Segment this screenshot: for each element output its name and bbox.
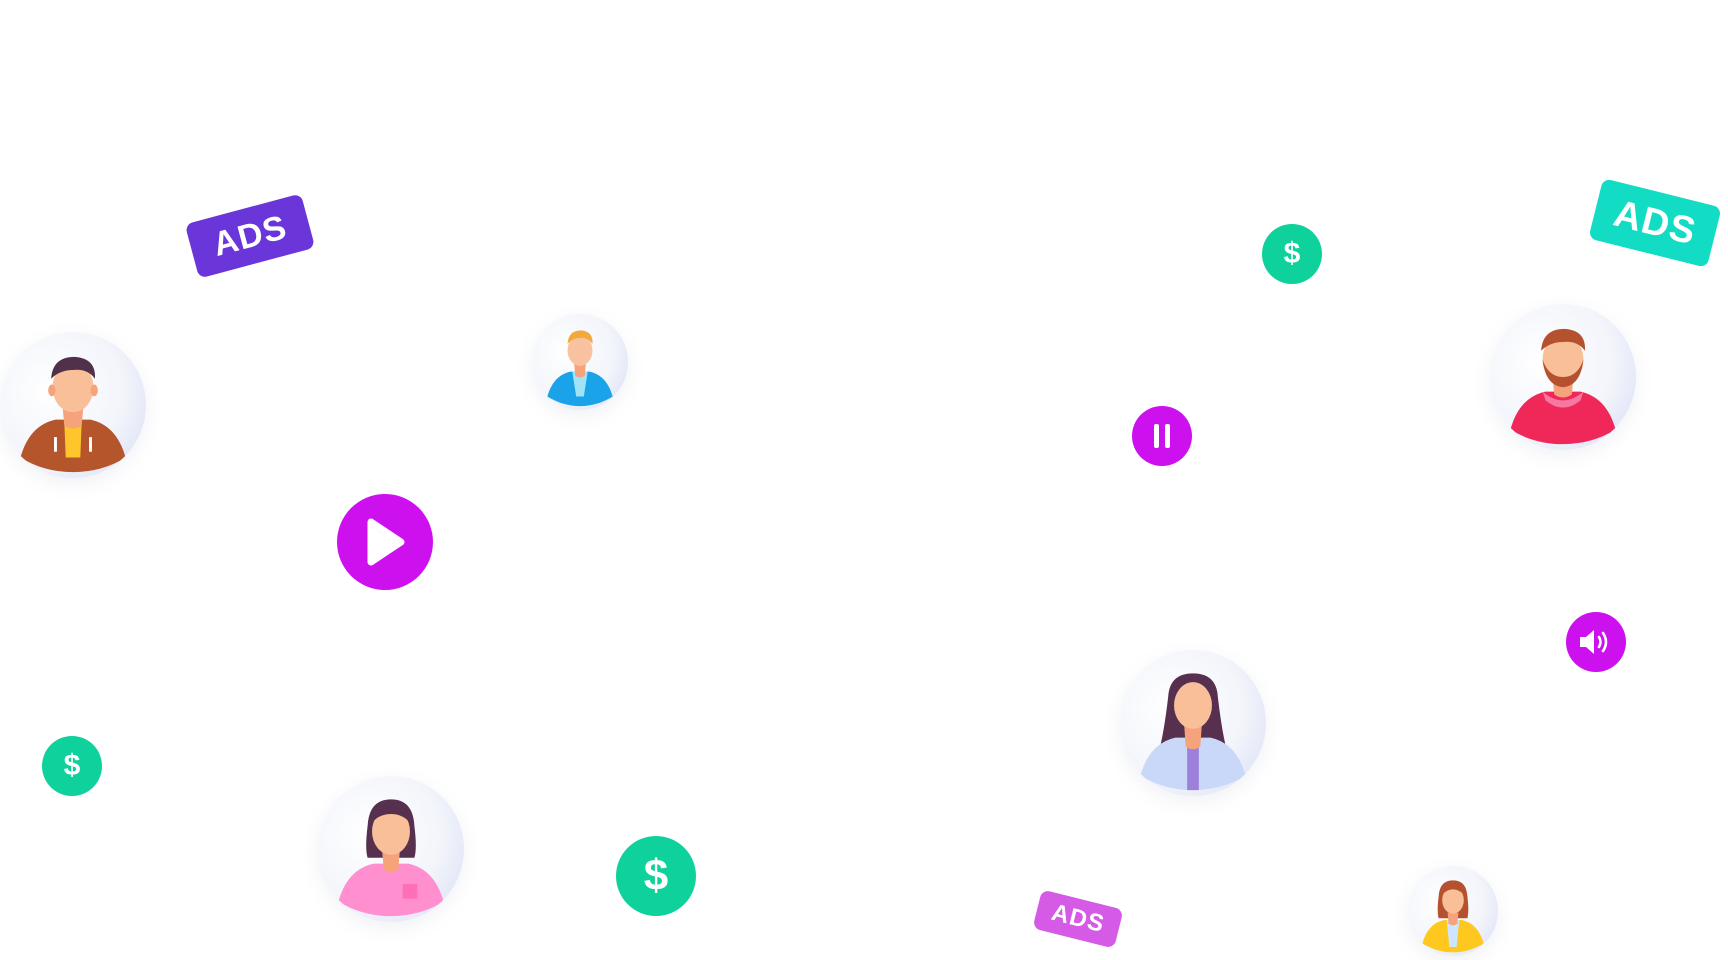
avatar-man-blue-shirt	[532, 314, 628, 410]
play-icon	[367, 518, 405, 566]
avatar-man-brown-jacket	[0, 332, 146, 478]
ads-badge-label: ADS	[1048, 898, 1108, 939]
ads-badge-label: ADS	[1609, 192, 1701, 253]
play-button[interactable]	[337, 494, 433, 590]
dollar-symbol: $	[1283, 237, 1301, 270]
dollar-icon: $	[1262, 224, 1322, 284]
avatar-woman-yellow-jacket	[1408, 866, 1498, 956]
dollar-symbol: $	[63, 749, 81, 782]
ads-badge-pink: ADS	[1032, 889, 1124, 949]
dollar-icon: $	[616, 836, 696, 916]
avatar-bearded-man-red-sweater	[1490, 304, 1636, 450]
pause-button[interactable]	[1132, 406, 1192, 466]
pause-icon	[1154, 424, 1170, 448]
speaker-icon	[1580, 630, 1608, 654]
ads-badge-label: ADS	[208, 207, 291, 264]
avatar-woman-long-hair	[1120, 650, 1266, 796]
volume-button[interactable]	[1566, 612, 1626, 672]
avatar-woman-pink-top	[318, 776, 464, 922]
dollar-symbol: $	[643, 851, 669, 900]
ads-badge-purple: ADS	[184, 193, 316, 279]
ads-badge-teal: ADS	[1588, 178, 1722, 268]
dollar-icon: $	[42, 736, 102, 796]
